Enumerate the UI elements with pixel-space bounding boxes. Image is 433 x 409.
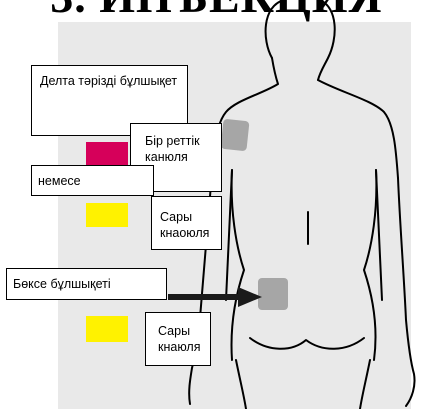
yellow-cannula-label-box-1: Сары кнаоюля: [151, 196, 222, 250]
deltoid-label: Делта тәрізді бұлшықет: [40, 74, 177, 88]
torso-left-side: [232, 170, 245, 360]
or-label-box: немесе: [31, 165, 154, 196]
yellow-swatch-top: [86, 203, 128, 227]
or-label: немесе: [38, 174, 81, 188]
deltoid-injection-site: [221, 119, 250, 152]
gluteal-label-box: Бөксе бұлшықеті: [6, 268, 167, 300]
yellow-cannula-label-1: Сары кнаоюля: [160, 210, 209, 240]
yellow-cannula-label-box-2: Сары кнаюля: [145, 312, 211, 366]
single-cannula-label: Бір реттік канюля: [145, 134, 200, 164]
right-arm-outline: [398, 178, 415, 406]
yellow-swatch-bottom: [86, 316, 128, 342]
head-outline: [266, 0, 335, 80]
torso-right-side: [364, 170, 376, 360]
yellow-cannula-label-2: Сары кнаюля: [158, 324, 201, 354]
right-shoulder-outline: [318, 80, 398, 178]
gluteal-label: Бөксе бұлшықеті: [13, 277, 111, 291]
gluteal-injection-site: [258, 278, 288, 310]
legs-outline: [236, 360, 370, 409]
gluteal-outline: [250, 338, 364, 349]
